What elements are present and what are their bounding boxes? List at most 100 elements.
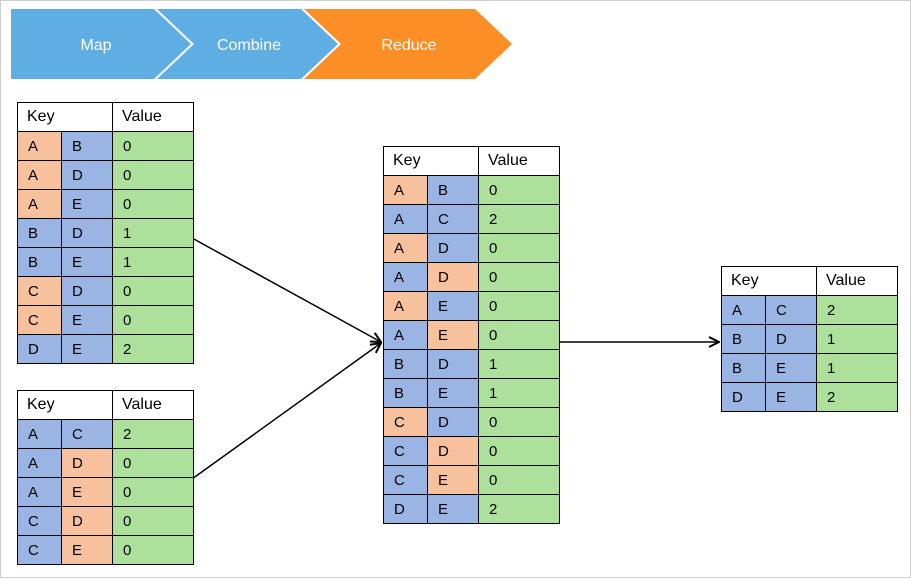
key-cell-first: B (721, 324, 766, 354)
value-cell: 0 (478, 436, 561, 466)
key-cell-first: A (383, 291, 428, 321)
stage-reduce-label: Reduce (381, 37, 436, 54)
key-cell-second: E (426, 465, 480, 495)
key-cell-first: C (383, 407, 428, 437)
value-header: Value (112, 102, 195, 132)
key-cell-second: D (426, 233, 480, 263)
key-cell-first: A (721, 295, 766, 325)
key-cell-second: C (426, 204, 480, 234)
key-cell-second: D (60, 218, 114, 248)
key-cell-first: A (17, 419, 62, 449)
arrow-map1-to-combined (191, 237, 381, 342)
value-cell: 2 (112, 419, 195, 449)
value-header: Value (112, 390, 195, 420)
value-cell: 1 (112, 218, 195, 248)
key-cell-first: C (17, 535, 62, 565)
value-cell: 0 (478, 465, 561, 495)
value-cell: 0 (478, 320, 561, 350)
stage-combine-label: Combine (217, 37, 281, 54)
key-cell-second: D (764, 324, 818, 354)
key-cell-first: A (17, 160, 62, 190)
stage-combine-shape (157, 9, 338, 79)
value-cell: 0 (112, 131, 195, 161)
key-cell-first: A (383, 175, 428, 205)
value-cell: 1 (478, 378, 561, 408)
key-cell-first: C (17, 506, 62, 536)
key-cell-first: C (17, 305, 62, 335)
key-cell-second: E (426, 291, 480, 321)
key-cell-second: B (426, 175, 480, 205)
key-cell-second: D (426, 436, 480, 466)
key-cell-second: C (764, 295, 818, 325)
key-cell-first: B (383, 378, 428, 408)
key-cell-first: A (17, 131, 62, 161)
value-cell: 0 (478, 175, 561, 205)
key-cell-second: E (60, 334, 114, 364)
value-cell: 0 (112, 535, 195, 565)
key-cell-first: A (383, 262, 428, 292)
key-cell-first: D (383, 494, 428, 524)
value-cell: 0 (112, 477, 195, 507)
arrow-map2-to-combined (191, 343, 381, 480)
value-cell: 2 (816, 295, 899, 325)
key-cell-first: B (721, 353, 766, 383)
key-cell-first: D (17, 334, 62, 364)
value-cell: 0 (478, 262, 561, 292)
value-cell: 2 (478, 494, 561, 524)
value-cell: 0 (112, 276, 195, 306)
key-cell-second: D (426, 407, 480, 437)
key-cell-second: B (60, 131, 114, 161)
value-cell: 0 (478, 233, 561, 263)
key-cell-first: C (383, 436, 428, 466)
key-cell-second: D (60, 506, 114, 536)
stage-map-label: Map (80, 37, 111, 54)
key-cell-first: D (721, 382, 766, 412)
key-cell-second: D (60, 448, 114, 478)
value-header: Value (816, 266, 899, 296)
key-cell-second: D (426, 262, 480, 292)
value-cell: 0 (478, 407, 561, 437)
key-cell-second: D (60, 160, 114, 190)
pipeline-stage-map: Map (11, 9, 191, 79)
value-cell: 0 (112, 506, 195, 536)
key-cell-second: E (426, 320, 480, 350)
pipeline-stage-reduce: Reduce (304, 9, 512, 79)
key-header: Key (16, 102, 114, 132)
key-cell-second: E (60, 305, 114, 335)
value-cell: 1 (478, 349, 561, 379)
value-cell: 1 (816, 324, 899, 354)
key-cell-first: B (17, 218, 62, 248)
value-cell: 2 (478, 204, 561, 234)
key-header: Key (16, 390, 114, 420)
key-cell-second: E (764, 382, 818, 412)
stage-reduce-shape (304, 9, 512, 79)
